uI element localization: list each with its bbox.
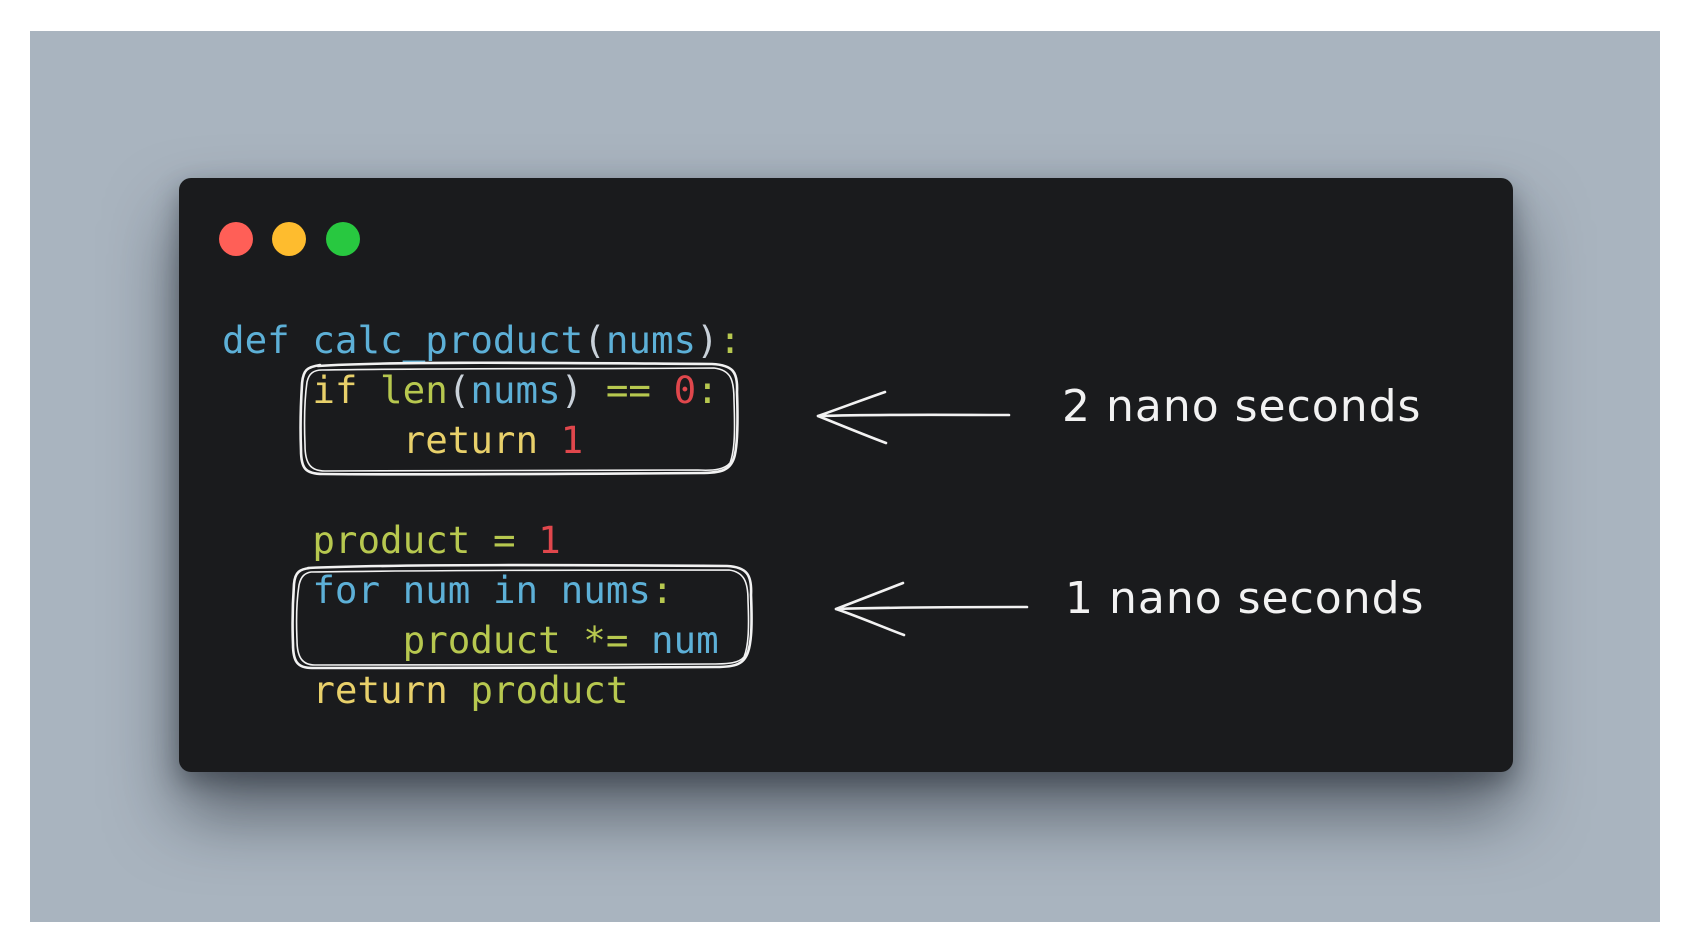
code-line: [222, 465, 741, 515]
code-whitespace: [222, 518, 312, 562]
code-whitespace: [380, 568, 403, 612]
code-token-paren: (: [447, 368, 471, 412]
code-block: def calc_product(nums): if len(nums) == …: [222, 315, 741, 715]
code-line: for num in nums:: [222, 565, 741, 615]
code-token-kw-def: def: [222, 318, 290, 362]
code-line: return product: [222, 665, 741, 715]
code-token-param: nums: [605, 318, 697, 362]
code-line: product = 1: [222, 515, 741, 565]
code-token-var-g: product: [402, 618, 561, 662]
code-whitespace: [448, 668, 471, 712]
code-whitespace: [222, 618, 403, 662]
code-token-num: 1: [538, 518, 561, 562]
code-whitespace: [222, 368, 312, 412]
minimize-button[interactable]: [272, 222, 306, 256]
code-token-op: =: [492, 518, 516, 562]
code-token-paren: ): [560, 368, 584, 412]
code-token-kw-def: for: [312, 568, 381, 612]
code-whitespace: [651, 368, 674, 412]
code-token-colon: :: [696, 368, 719, 412]
code-token-kw-y: return: [312, 668, 448, 712]
code-whitespace: [222, 568, 312, 612]
timing-note-for: 1 nano seconds: [1065, 573, 1425, 624]
maximize-button[interactable]: [326, 222, 360, 256]
code-token-kw-def: in: [492, 568, 539, 612]
code-token-fn: calc_product: [312, 318, 584, 362]
code-whitespace: [628, 618, 651, 662]
code-token-var-g: product: [470, 668, 629, 712]
code-line: def calc_product(nums):: [222, 315, 741, 365]
code-token-paren: (: [583, 318, 606, 362]
code-token-builtin: len: [380, 368, 448, 412]
code-whitespace: [561, 618, 584, 662]
code-whitespace: [357, 368, 380, 412]
code-token-colon: :: [718, 318, 742, 362]
code-whitespace: [538, 418, 561, 462]
close-button[interactable]: [219, 222, 253, 256]
code-whitespace: [470, 518, 493, 562]
code-whitespace: [290, 318, 313, 362]
code-token-paren: ): [696, 318, 719, 362]
code-token-kw-y: return: [402, 418, 539, 462]
code-whitespace: [470, 568, 493, 612]
code-line: product *= num: [222, 615, 741, 665]
code-window: def calc_product(nums): if len(nums) == …: [179, 178, 1513, 772]
code-token-num: 1: [560, 418, 584, 462]
code-whitespace: [583, 368, 606, 412]
code-token-var-g: product: [312, 518, 471, 562]
code-token-var-b: nums: [470, 368, 561, 412]
timing-note-if: 2 nano seconds: [1062, 381, 1422, 432]
code-whitespace: [222, 668, 312, 712]
code-line: if len(nums) == 0:: [222, 365, 741, 415]
code-token-var-b: num: [650, 618, 719, 662]
code-token-num: 0: [673, 368, 697, 412]
code-token-colon: :: [650, 568, 674, 612]
code-token-kw-y: if: [312, 368, 358, 412]
code-whitespace: [222, 418, 403, 462]
code-token-var-b: num: [402, 568, 471, 612]
code-token-op: *=: [583, 618, 629, 662]
code-whitespace: [516, 518, 539, 562]
code-line: return 1: [222, 415, 741, 465]
code-token-op: ==: [605, 368, 651, 412]
code-token-var-b: nums: [560, 568, 651, 612]
code-whitespace: [538, 568, 561, 612]
